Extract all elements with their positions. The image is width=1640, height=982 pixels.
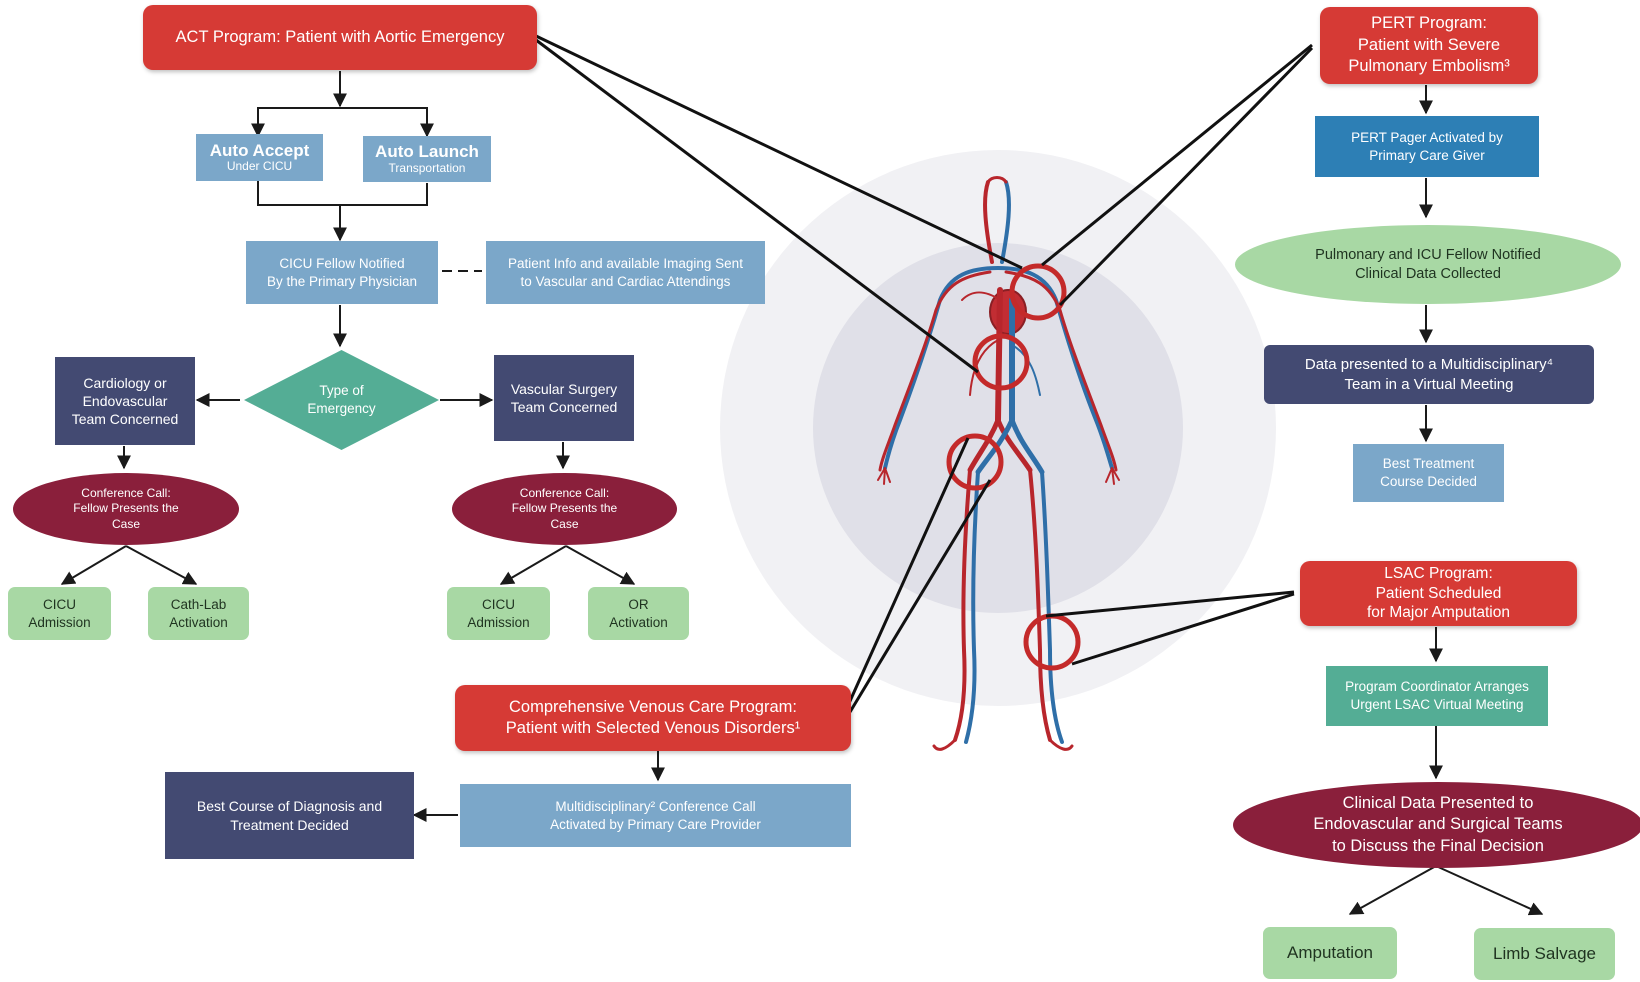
highlight-circle-aorta (972, 333, 1030, 391)
auto-launch-box: Auto Launch Transportation (363, 136, 491, 182)
program-pointer-lines (535, 34, 1314, 713)
cicu-admission-right: CICU Admission (447, 587, 550, 640)
auto-launch-subtitle: Transportation (388, 160, 466, 175)
human-vascular-figure (877, 176, 1120, 751)
cicu-admission-left: CICU Admission (8, 587, 111, 640)
amputation-outcome: Amputation (1263, 927, 1397, 979)
vascular-surgery-team-concerned: Vascular Surgery Team Concerned (494, 355, 634, 441)
act-program-title: ACT Program: Patient with Aortic Emergen… (143, 5, 537, 70)
auto-accept-box: Auto Accept Under CICU (196, 134, 323, 181)
background-inner-circle (813, 243, 1183, 613)
venous-conference-call: Multidisciplinary² Conference Call Activ… (460, 784, 851, 847)
pert-pager-activated: PERT Pager Activated by Primary Care Giv… (1315, 116, 1539, 177)
best-course-decided: Best Course of Diagnosis and Treatment D… (165, 772, 414, 859)
cath-lab-activation: Cath-Lab Activation (148, 587, 249, 640)
cicu-fellow-notified: CICU Fellow Notified By the Primary Phys… (246, 241, 438, 304)
auto-accept-subtitle: Under CICU (226, 159, 293, 174)
highlight-circle-pelvic-vein (946, 433, 1004, 491)
or-activation: OR Activation (588, 587, 689, 640)
auto-accept-title: Auto Accept (209, 140, 310, 160)
cardiology-team-concerned: Cardiology or Endovascular Team Concerne… (55, 357, 195, 445)
conference-call-left: Conference Call: Fellow Presents the Cas… (13, 473, 239, 545)
venous-program-title: Comprehensive Venous Care Program: Patie… (455, 685, 851, 751)
patient-info-sent: Patient Info and available Imaging Sent … (486, 241, 765, 304)
highlight-circle-lung (1009, 263, 1067, 321)
conference-call-right: Conference Call: Fellow Presents the Cas… (452, 473, 677, 545)
pulmonary-icu-fellow-notified: Pulmonary and ICU Fellow Notified Clinic… (1235, 225, 1621, 304)
data-presented-multidisciplinary: Data presented to a Multidisciplinary⁴ T… (1264, 345, 1594, 404)
clinical-data-presented: Clinical Data Presented to Endovascular … (1233, 782, 1640, 868)
program-coordinator-arranges: Program Coordinator Arranges Urgent LSAC… (1326, 666, 1548, 726)
best-treatment-decided: Best Treatment Course Decided (1353, 444, 1504, 502)
limb-salvage-outcome: Limb Salvage (1474, 928, 1615, 980)
auto-launch-title: Auto Launch (375, 142, 479, 162)
flow-connectors (60, 71, 1544, 916)
pert-program-title: PERT Program: Patient with Severe Pulmon… (1320, 7, 1538, 84)
lsac-program-title: LSAC Program: Patient Scheduled for Majo… (1300, 561, 1577, 626)
